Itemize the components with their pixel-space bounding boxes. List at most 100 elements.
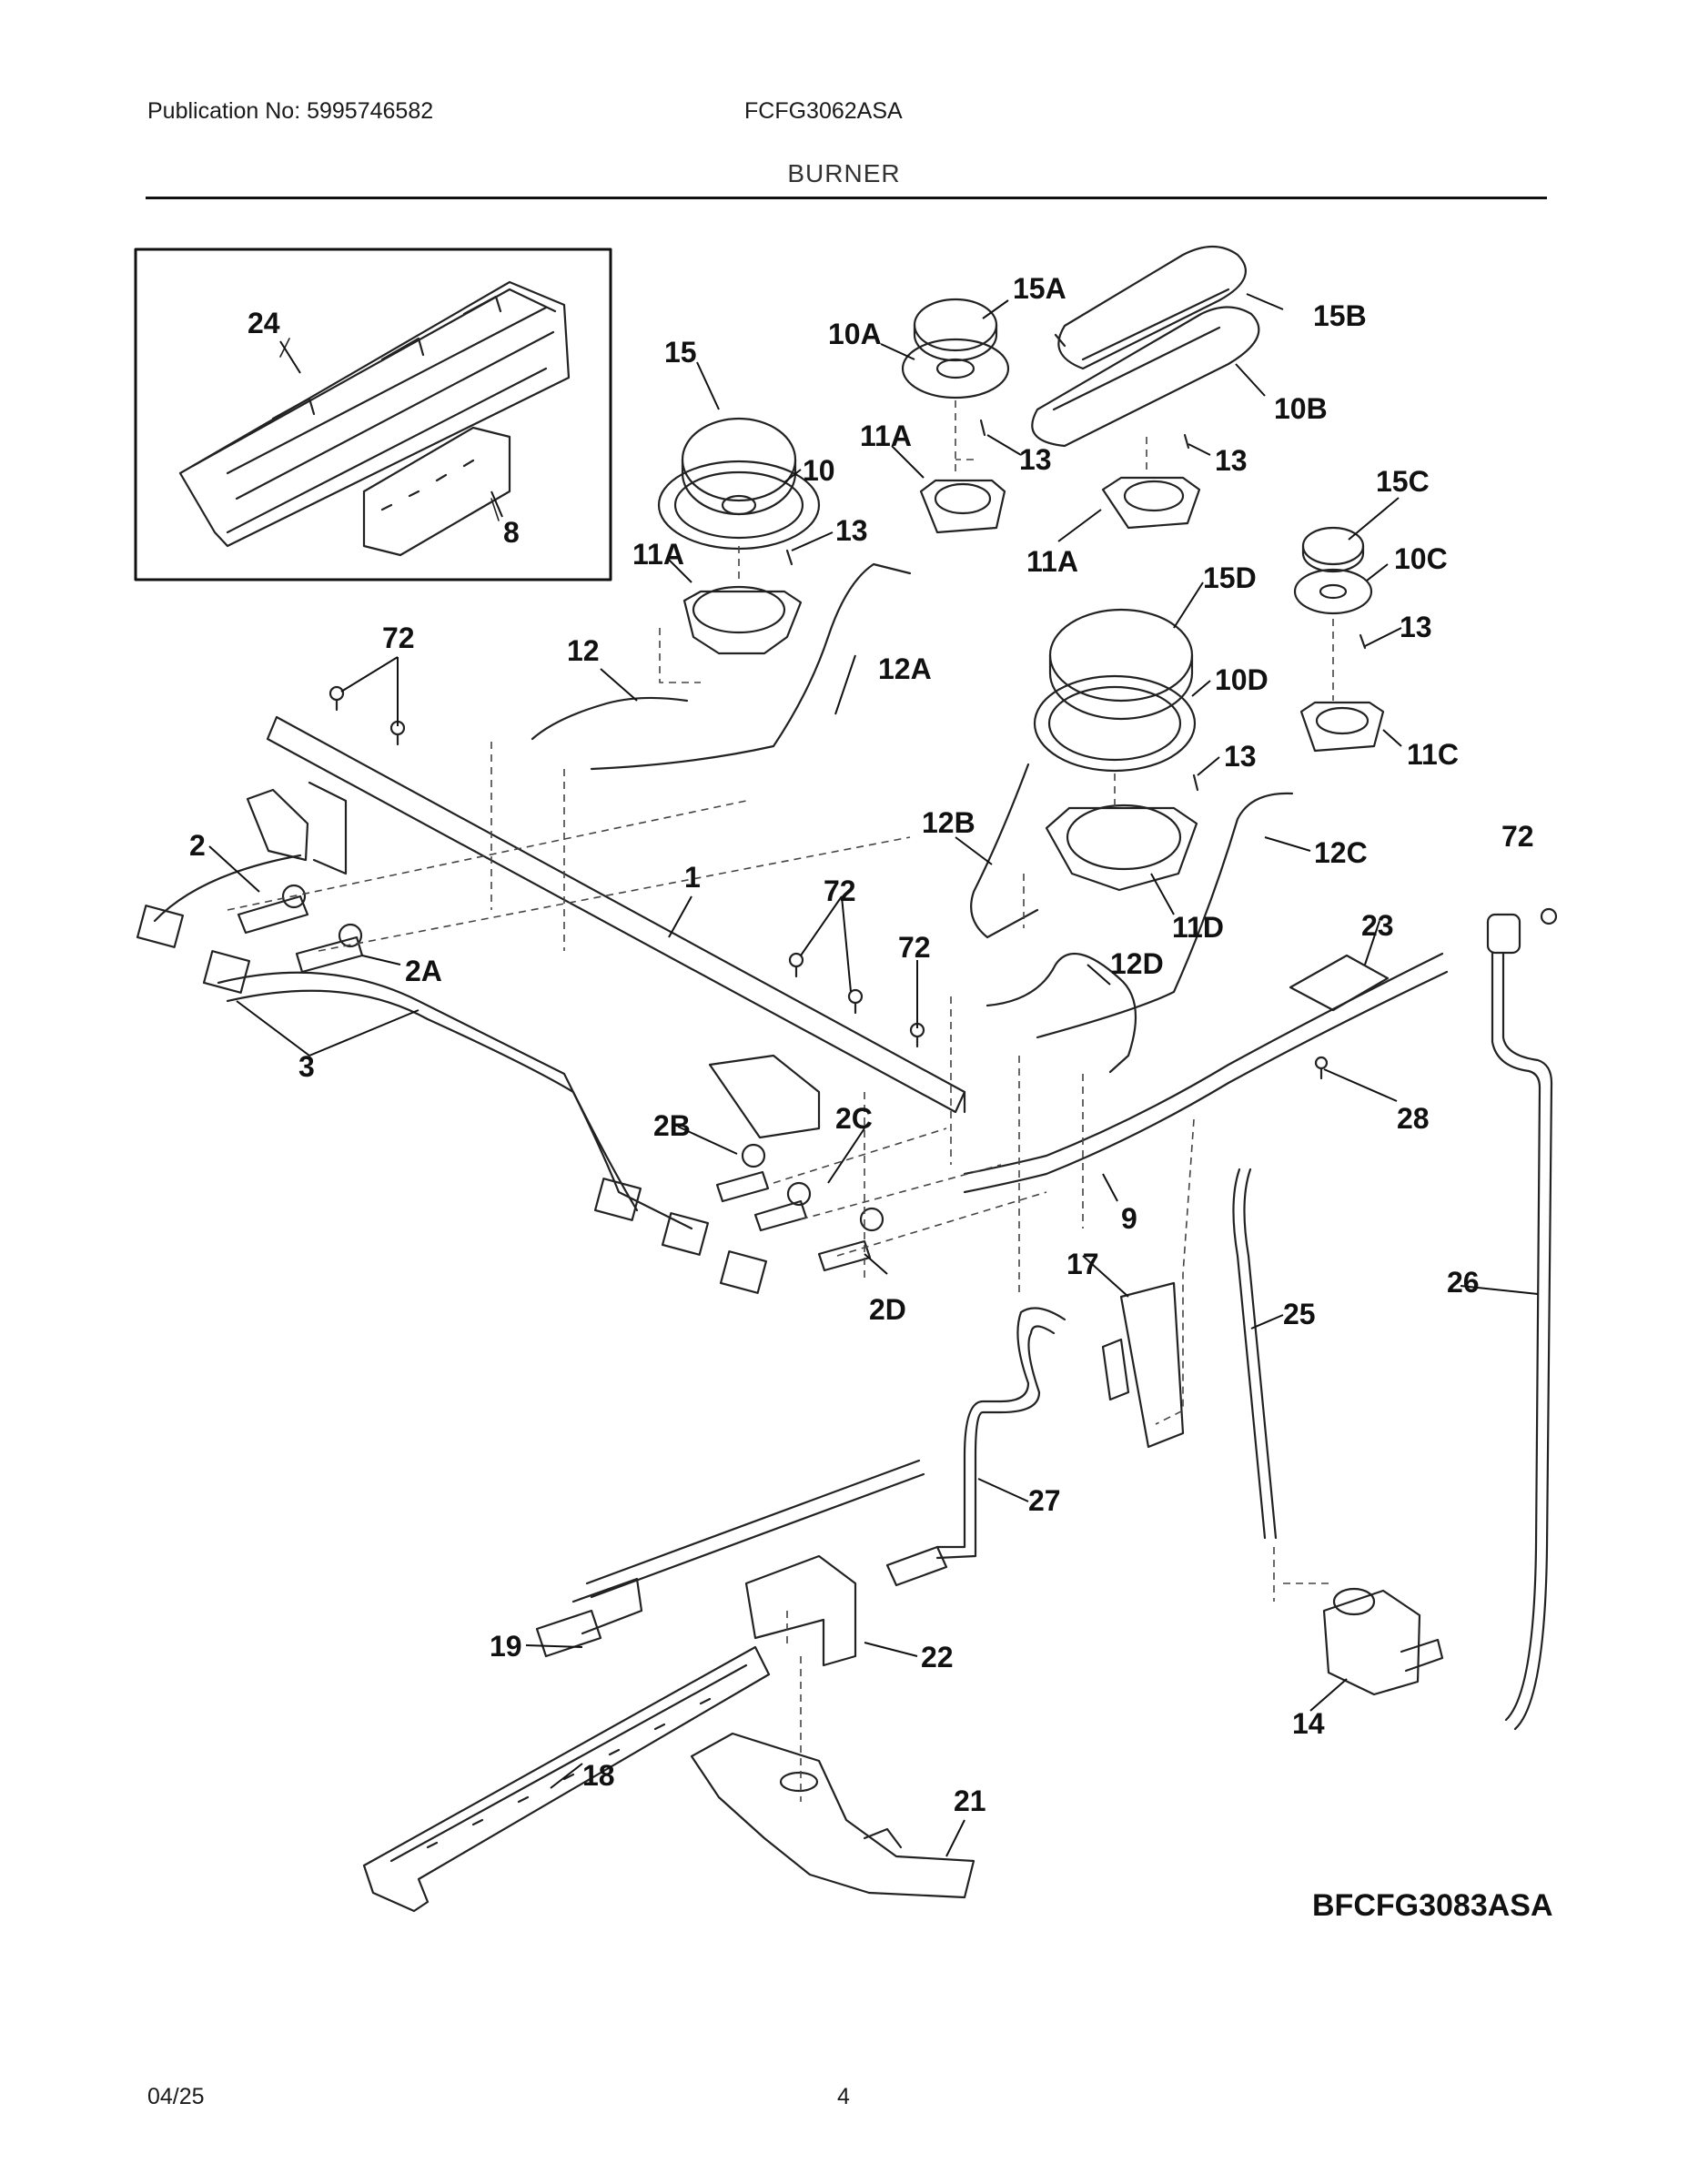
burner-head-10c	[1293, 568, 1373, 615]
callout-12: 12	[567, 634, 600, 667]
gas-line-26	[1501, 951, 1553, 1731]
bracket-22	[744, 1554, 857, 1667]
part-24-bracket	[178, 280, 571, 548]
callout-15d: 15D	[1203, 561, 1257, 594]
screw-72-c	[788, 952, 804, 978]
callout-72-c: 72	[898, 931, 931, 964]
callout-28: 28	[1397, 1102, 1430, 1135]
callout-21: 21	[954, 1785, 986, 1817]
pressure-regulator-14	[1322, 1587, 1444, 1696]
burner-cap-15a	[913, 298, 998, 362]
callout-11a-left: 11A	[632, 538, 684, 571]
callout-2b: 2B	[653, 1109, 691, 1142]
valve-2	[237, 884, 309, 935]
callout-11a-right: 11A	[1026, 545, 1078, 578]
switch-bottom-1	[593, 1178, 642, 1221]
gas-tube-27	[935, 1307, 1066, 1549]
section-title: BURNER	[787, 159, 901, 187]
page-number: 4	[837, 2084, 850, 2109]
callout-13-a: 13	[835, 514, 868, 547]
model-number: FCFG3062ASA	[744, 98, 903, 124]
callout-3: 3	[298, 1050, 315, 1083]
callout-10b: 10B	[1274, 392, 1328, 425]
burner-tube-12d	[986, 952, 1137, 1074]
harness-wire-c	[226, 989, 639, 1212]
valve-2a	[295, 923, 364, 974]
callout-13-d: 13	[1400, 611, 1432, 643]
switch-bottom-2	[661, 1212, 710, 1256]
callout-2a: 2A	[405, 955, 442, 987]
screw-72-a	[329, 685, 345, 712]
callout-11c: 11C	[1407, 738, 1459, 771]
callout-10d: 10D	[1215, 663, 1269, 696]
callout-11a-center: 11A	[860, 420, 912, 452]
burner-tube-12a	[590, 562, 912, 771]
igniter-module-17	[1101, 1281, 1185, 1449]
footer-date: 04/25	[147, 2084, 205, 2109]
callout-2c: 2C	[835, 1102, 873, 1135]
screw-13-a	[785, 549, 793, 566]
orifice-fitting-27	[885, 1545, 948, 1587]
callout-2: 2	[189, 829, 206, 862]
burner-baffle-21	[690, 1732, 975, 1899]
main-gas-pipe-9	[963, 970, 1449, 1194]
burner-tube-12c	[1036, 792, 1294, 1039]
callout-13-c: 13	[1215, 444, 1248, 477]
callout-72-d: 72	[1501, 820, 1534, 853]
part-8-switch-block	[362, 426, 511, 557]
callout-11d: 11D	[1172, 911, 1224, 944]
burner-base-11a-right	[1101, 476, 1201, 530]
callout-12a: 12A	[878, 652, 932, 685]
inset-frame	[134, 248, 612, 581]
harness-wire-a	[153, 854, 302, 923]
callout-13-b: 13	[1019, 443, 1052, 476]
screw-13-c	[1183, 433, 1190, 450]
switch-bottom-3	[719, 1250, 768, 1294]
burner-head-10a	[901, 338, 1010, 399]
callout-8: 8	[503, 516, 520, 549]
callout-25: 25	[1283, 1298, 1316, 1330]
burner-head-10b	[1031, 306, 1260, 448]
callout-12b: 12B	[922, 806, 975, 839]
manifold-bracket-left	[246, 781, 348, 875]
callout-15b: 15B	[1313, 299, 1367, 332]
callout-2d: 2D	[869, 1293, 906, 1326]
burner-base-11d	[1045, 804, 1198, 892]
switch-left-1	[136, 905, 185, 948]
callout-18: 18	[582, 1759, 615, 1792]
callout-12d: 12D	[1110, 947, 1164, 980]
switch-left-2	[202, 950, 251, 994]
igniter-wire-19	[585, 1459, 921, 1585]
callout-23: 23	[1361, 909, 1394, 942]
callout-1: 1	[684, 861, 701, 894]
callout-27: 27	[1028, 1484, 1061, 1517]
burner-cap-15d	[1048, 608, 1194, 721]
flex-line-25	[1232, 1168, 1267, 1540]
publication-number: Publication No: 5995746582	[147, 98, 434, 124]
oven-burner-18	[362, 1645, 771, 1913]
callout-9: 9	[1121, 1202, 1137, 1235]
burner-cap-15c	[1301, 526, 1365, 573]
screw-28	[1314, 1056, 1329, 1080]
callout-15a: 15A	[1013, 272, 1066, 305]
harness-wire-b	[217, 971, 693, 1230]
burner-base-11a-left	[682, 585, 803, 655]
burner-tube-12b	[970, 763, 1039, 939]
valve-2b	[715, 1143, 770, 1203]
callout-17: 17	[1066, 1248, 1099, 1280]
callout-19: 19	[490, 1630, 522, 1663]
callout-24: 24	[248, 307, 280, 339]
drawing-code: BFCFG3083ASA	[1312, 1888, 1553, 1923]
screw-72-f	[1540, 907, 1558, 925]
screw-13-d	[1359, 633, 1367, 650]
connector-19	[535, 1577, 643, 1658]
callout-10: 10	[803, 454, 835, 487]
callout-10c: 10C	[1394, 542, 1448, 575]
burner-head-10d	[1033, 674, 1197, 773]
manifold-pipe-1	[266, 715, 966, 1114]
screw-13-b	[979, 419, 986, 437]
callout-72-a: 72	[382, 622, 415, 654]
callout-72-b: 72	[824, 875, 856, 907]
elbow-fitting	[1486, 913, 1521, 955]
